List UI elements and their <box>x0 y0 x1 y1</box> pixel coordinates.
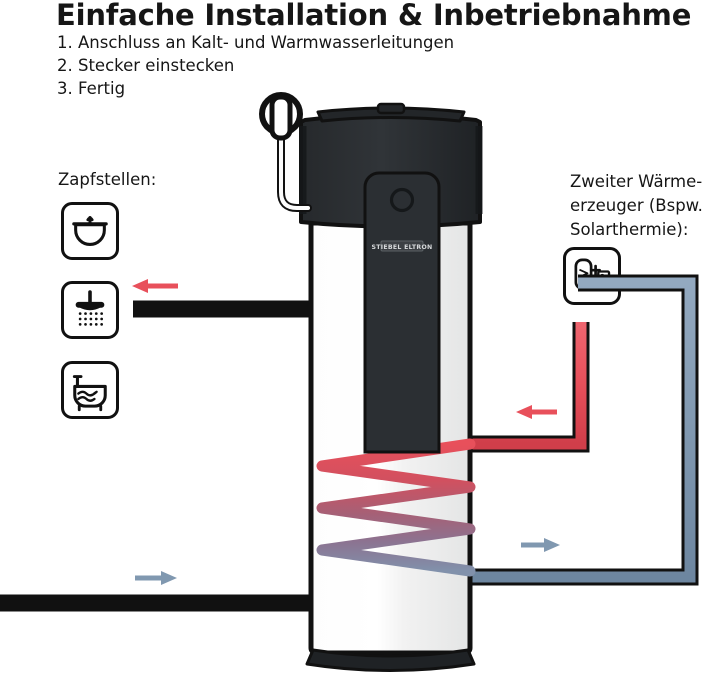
flow-arrow-solar-return <box>521 538 560 552</box>
brand-text: STIEBEL ELTRON <box>371 244 432 251</box>
flow-arrow-cold-water-inlet <box>135 571 177 585</box>
flow-arrow-hot-water-outlet <box>132 279 178 293</box>
power-plug-icon <box>259 92 303 141</box>
washbasin-icon <box>61 202 119 260</box>
bathtub-icon <box>61 361 119 419</box>
tapping-points-label: Zapfstellen: <box>58 170 157 189</box>
solar-return-pipe <box>470 274 699 586</box>
shower-icon <box>61 281 119 339</box>
brand-plate <box>380 240 424 252</box>
page-title: Einfache Installation & Inbetriebnahme <box>56 0 692 32</box>
step-item-2: 2. Stecker einstecken <box>57 56 235 75</box>
steps-list: 1. Anschluss an Kalt- und Warmwasserleit… <box>57 31 454 100</box>
flow-arrow-solar-supply <box>516 405 557 419</box>
second-heat-generator-label-line-3: Solarthermie): <box>570 220 689 239</box>
step-item-3: 3. Fertig <box>57 79 126 98</box>
second-heat-generator-label-line-2: erzeuger (Bspw. <box>570 196 703 215</box>
control-button[interactable] <box>389 187 415 213</box>
control-panel[interactable]: STIEBEL ELTRON <box>363 171 441 454</box>
heat-exchanger-coil <box>316 438 476 577</box>
second-heat-generator-label: Zweiter Wärme- erzeuger (Bspw. Solarther… <box>570 170 703 242</box>
second-heat-generator-label-line-1: Zweiter Wärme- <box>570 172 703 191</box>
step-item-1: 1. Anschluss an Kalt- und Warmwasserleit… <box>57 33 455 52</box>
solar-supply-pipe <box>470 322 590 453</box>
power-cable <box>277 134 312 212</box>
